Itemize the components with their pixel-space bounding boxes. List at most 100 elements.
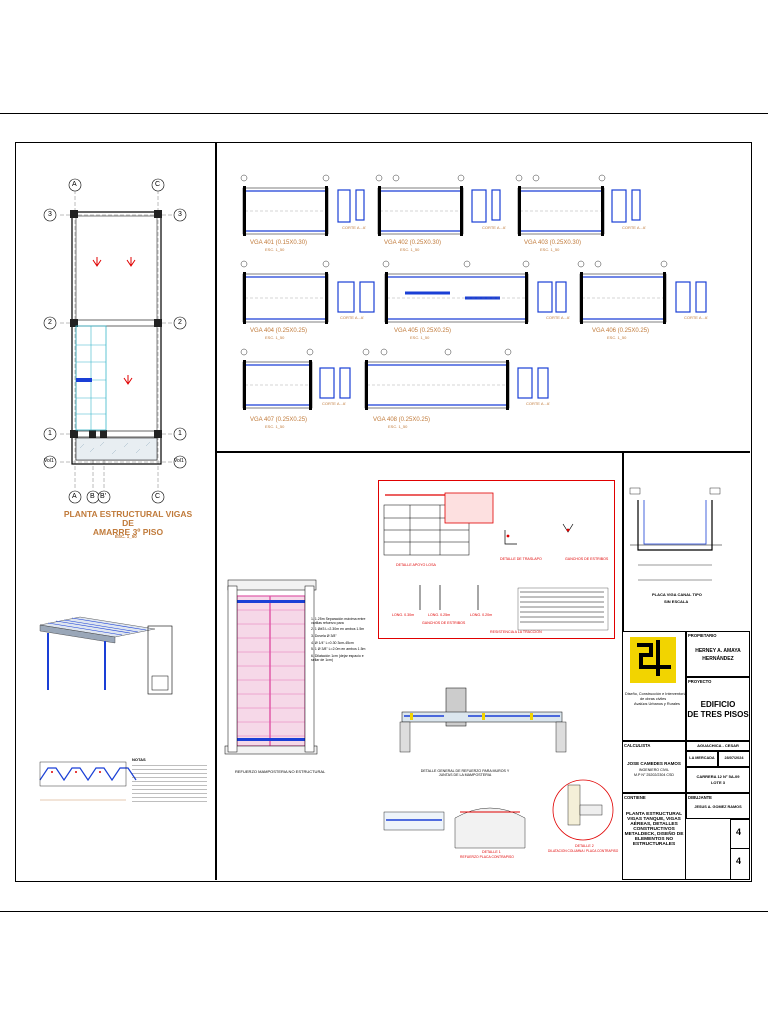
section-label: CORTE A - A' (546, 315, 571, 320)
engineer-title: INGENIERO CIVIL (638, 768, 670, 772)
calculista-label: CALCULISTA (624, 743, 651, 748)
contiene-line: AÉREAS, DETALLES (630, 822, 678, 828)
owner-label: PROPIETARIO (688, 633, 717, 638)
canal-caption: PLACA VIGA CANAL TIPO (652, 592, 702, 597)
detail-label: GANCHOS DE ESTRIBOS (565, 557, 609, 561)
beam-label: VGA 403 (0.25X0.30) (524, 240, 582, 246)
contiene-line: VIGAS TANQUE, VIGAS (627, 817, 681, 823)
beam-label: VGA 408 (0.25X0.25) (373, 417, 431, 423)
axis-label: Vol1 (174, 458, 184, 464)
plan-title: PLANTA ESTRUCTURAL VIGAS DE AMARRE 3º PI… (62, 510, 194, 537)
tb-project-cell (686, 677, 750, 741)
tb-logo-cell (622, 631, 686, 741)
axis-label: A (72, 181, 77, 188)
detail1-subcaption: REFUERZO PLACA CONTRAPISO (460, 855, 514, 859)
plan-title-line1: PLANTA ESTRUCTURAL VIGAS DE (63, 509, 193, 528)
beam-scale: ESC. 1_50 (540, 247, 560, 252)
masonry-note: 6. Dilatación 1cm (dejar espacio e (311, 654, 364, 659)
beam-scale: ESC. 1_50 (388, 424, 408, 429)
contiene-list: PLANTA ESTRUCTURAL VIGAS TANQUE, VIGAS A… (622, 812, 686, 847)
address-line1: CARRERA 12 N° 5A-09 (696, 774, 740, 779)
dibujante-label: DIBUJANTE (688, 795, 712, 800)
tb-contiene-cell (622, 793, 686, 880)
axis-label: 1 (48, 430, 52, 437)
beam-label: VGA 405 (0.25X0.25) (394, 328, 452, 334)
dibujante-name: JESUS A. GOMEZ RAMOS (694, 805, 742, 809)
masonry-note: sellar de 1cm) (311, 657, 333, 662)
axis-label: A (72, 493, 77, 500)
contiene-line: ESTRUCTURALES (632, 842, 676, 848)
section-label: CORTE A - A' (684, 315, 709, 320)
beam-scale: ESC. 1_50 (265, 247, 285, 252)
detail-label: RESISTENCIA A LA TRACCION (490, 630, 542, 634)
masonry-note: 5. 1 Ø 3/8" L=2.0m en ambos 1.5m (311, 647, 366, 652)
section-label: CORTE A - A' (322, 401, 347, 406)
company-line: de obras civiles (640, 697, 667, 701)
engineer-mp: M.P N° 25202/2304 CSD (634, 773, 674, 777)
sheet-number: 4 (736, 827, 742, 837)
contiene-line: METALDECK, DISEÑO DE (624, 832, 684, 838)
masonry-note: 1. 1.25m Separación máxima entre (311, 617, 366, 621)
canal-caption-scale: SIN ESCALA (664, 599, 689, 604)
plan-title-line2: AMARRE 3º PISO (92, 526, 164, 537)
beam-scale: ESC. 1_50 (265, 335, 285, 340)
section-label: CORTE A - A' (482, 225, 507, 230)
tb-address-cell (686, 767, 750, 793)
beam-scale: ESC. 1_50 (410, 335, 430, 340)
axis-label: C (155, 493, 161, 500)
tb-calculista-cell (622, 741, 686, 793)
masonry-caption: REFUERZO MAMPOSTERIA NO ESTRUCTURAL (235, 769, 326, 774)
barrio: LA MERCADA (689, 756, 715, 760)
axis-label: B' (100, 493, 107, 500)
sheet-total: 4 (736, 856, 742, 866)
drawing-sheet (0, 113, 768, 912)
metaldeck-caption: DETALLE GENERAL DE REFUERZO PARA MUROS Y… (420, 769, 510, 777)
section-label: CORTE A - A' (342, 225, 367, 230)
reinforcement-details-box (378, 480, 615, 639)
axis-label: 2 (48, 319, 52, 326)
detail-label: LONG. 0.20m (470, 613, 493, 617)
project-label: PROYECTO (688, 679, 712, 684)
tb-dibujante-cell (686, 793, 750, 819)
tb-sheet-divider (730, 819, 750, 849)
beam-scale: ESC. 1_50 (607, 335, 627, 340)
masonry-notes: 1. 1.25m Separación máxima entre varilla… (311, 617, 373, 662)
tb-owner-cell (686, 631, 750, 677)
masonry-note: 2. 1 Ø#3 L=2.30m en ambos 1.5m (311, 627, 365, 632)
detail-label: LONG. 0.25m (428, 613, 451, 617)
divider-vertical-right (622, 451, 624, 631)
tb-date-cell (718, 751, 750, 767)
notes-text (132, 765, 207, 805)
contiene-label: CONTIENE (624, 795, 646, 800)
axis-label: C (155, 181, 161, 188)
plan-scale: ESC. 1_50 (115, 534, 137, 539)
company-line: Diseño, Construcción e Interventoría (625, 692, 687, 696)
tb-barrio-cell (686, 751, 718, 767)
beam-label: VGA 401 (0.15X0.30) (250, 240, 308, 246)
beam-label: VGA 404 (0.25X0.25) (250, 328, 308, 334)
axis-label: 1 (178, 430, 182, 437)
date: 28/07/2024 (724, 756, 744, 760)
beam-label: VGA 406 (0.25X0.25) (592, 328, 650, 334)
contiene-line: ELEMENTOS NO (634, 837, 674, 843)
owner-name-line2: HERNÁNDEZ (702, 656, 734, 662)
address-line2: LOTE 3 (710, 780, 725, 785)
owner-name-line1: HERNEY A. AMAYA (695, 648, 741, 654)
axis-label: 3 (178, 211, 182, 218)
tb-location-cell (686, 741, 750, 751)
contiene-line: CONSTRUCTIVOS (633, 827, 675, 833)
axis-label: 2 (178, 319, 182, 326)
beam-scale: ESC. 1_50 (400, 247, 420, 252)
notes-title: NOTAS (132, 757, 146, 762)
beam-scale: ESC. 1_50 (265, 424, 285, 429)
divider-vertical-left (215, 142, 217, 880)
section-label: CORTE A - A' (340, 315, 365, 320)
contiene-line: PLANTA ESTRUCTURAL (625, 812, 683, 817)
